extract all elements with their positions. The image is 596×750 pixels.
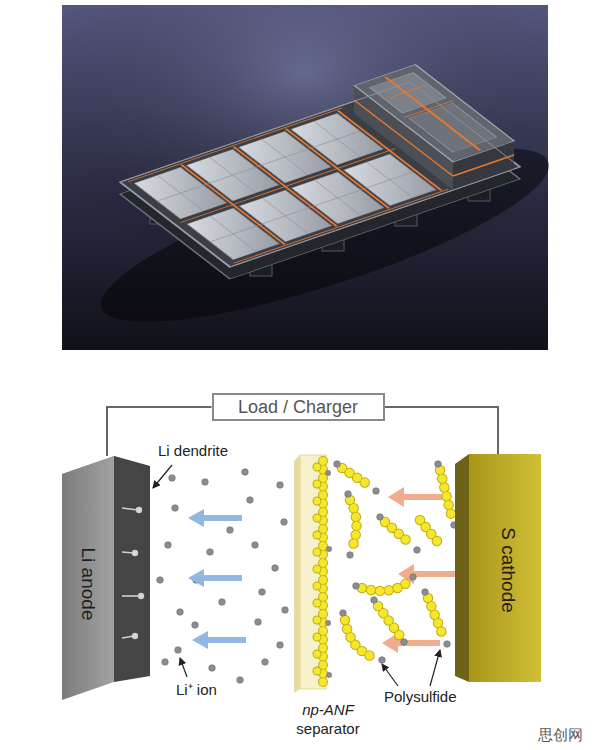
load-charger-box: Load / Charger [212,393,385,421]
li-anode: Li anode [62,456,152,702]
electrode-label: Li anode [77,548,99,621]
ion-flow-arrows [188,509,246,649]
anode-slab [62,456,152,702]
separator-label: np-ANF [290,701,366,718]
box-label: Load / Charger [238,397,358,418]
part-label: Li dendrite [158,442,228,459]
battery-pack-photo [62,5,564,355]
part-label: Li⁺ ion [176,679,217,699]
circuit-wire [385,407,499,454]
watermark: 思创网 [538,726,583,745]
part-label: Polysulfide [384,688,457,705]
electrode-label: S cathode [497,527,519,613]
separator-membrane [290,453,366,740]
chain-end-ions [334,461,458,664]
separator-label: separator [290,720,366,737]
polysulfide-chains [342,468,452,658]
li-ions [157,469,289,684]
np-anf-separator: np-ANF separator [290,453,366,740]
s-cathode: S cathode [453,454,543,686]
